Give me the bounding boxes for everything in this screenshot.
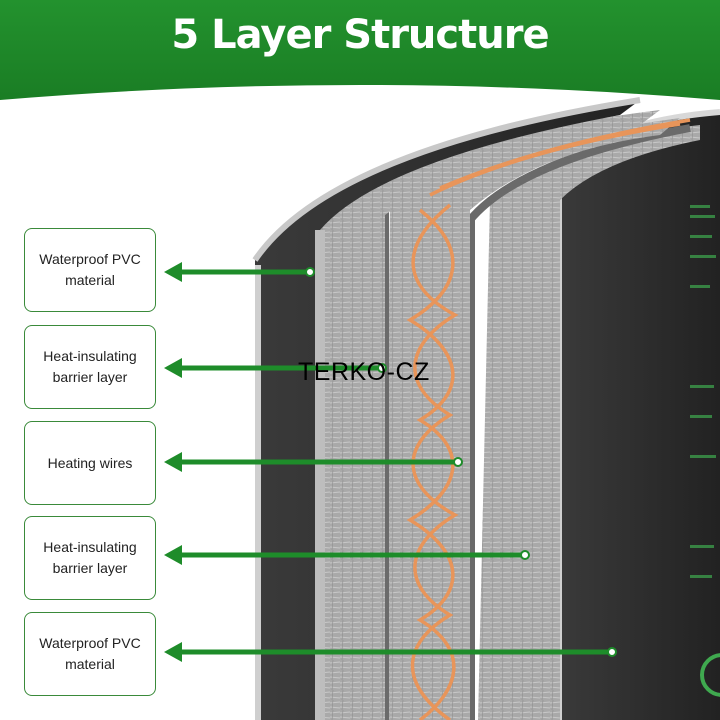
- page-title: 5 Layer Structure: [171, 12, 549, 58]
- label-text: Waterproof PVC material: [39, 635, 141, 672]
- title-banner: [0, 0, 720, 110]
- label-heat-insulating-inner: Heat-insulating barrier layer: [24, 516, 156, 600]
- label-heating-wires: Heating wires: [24, 421, 156, 505]
- label-text: Waterproof PVC material: [39, 251, 141, 288]
- label-waterproof-pvc-outer: Waterproof PVC material: [24, 228, 156, 312]
- banner-shape: [0, 0, 720, 100]
- label-text: Heating wires: [47, 454, 133, 471]
- watermark-text: TERKO-CZ: [298, 358, 430, 386]
- label-waterproof-pvc-inner: Waterproof PVC material: [24, 612, 156, 696]
- label-text: Heat-insulating barrier layer: [43, 539, 137, 576]
- label-heat-insulating-outer: Heat-insulating barrier layer: [24, 325, 156, 409]
- layer-arrows: [164, 262, 617, 662]
- label-text: Heat-insulating barrier layer: [43, 348, 137, 385]
